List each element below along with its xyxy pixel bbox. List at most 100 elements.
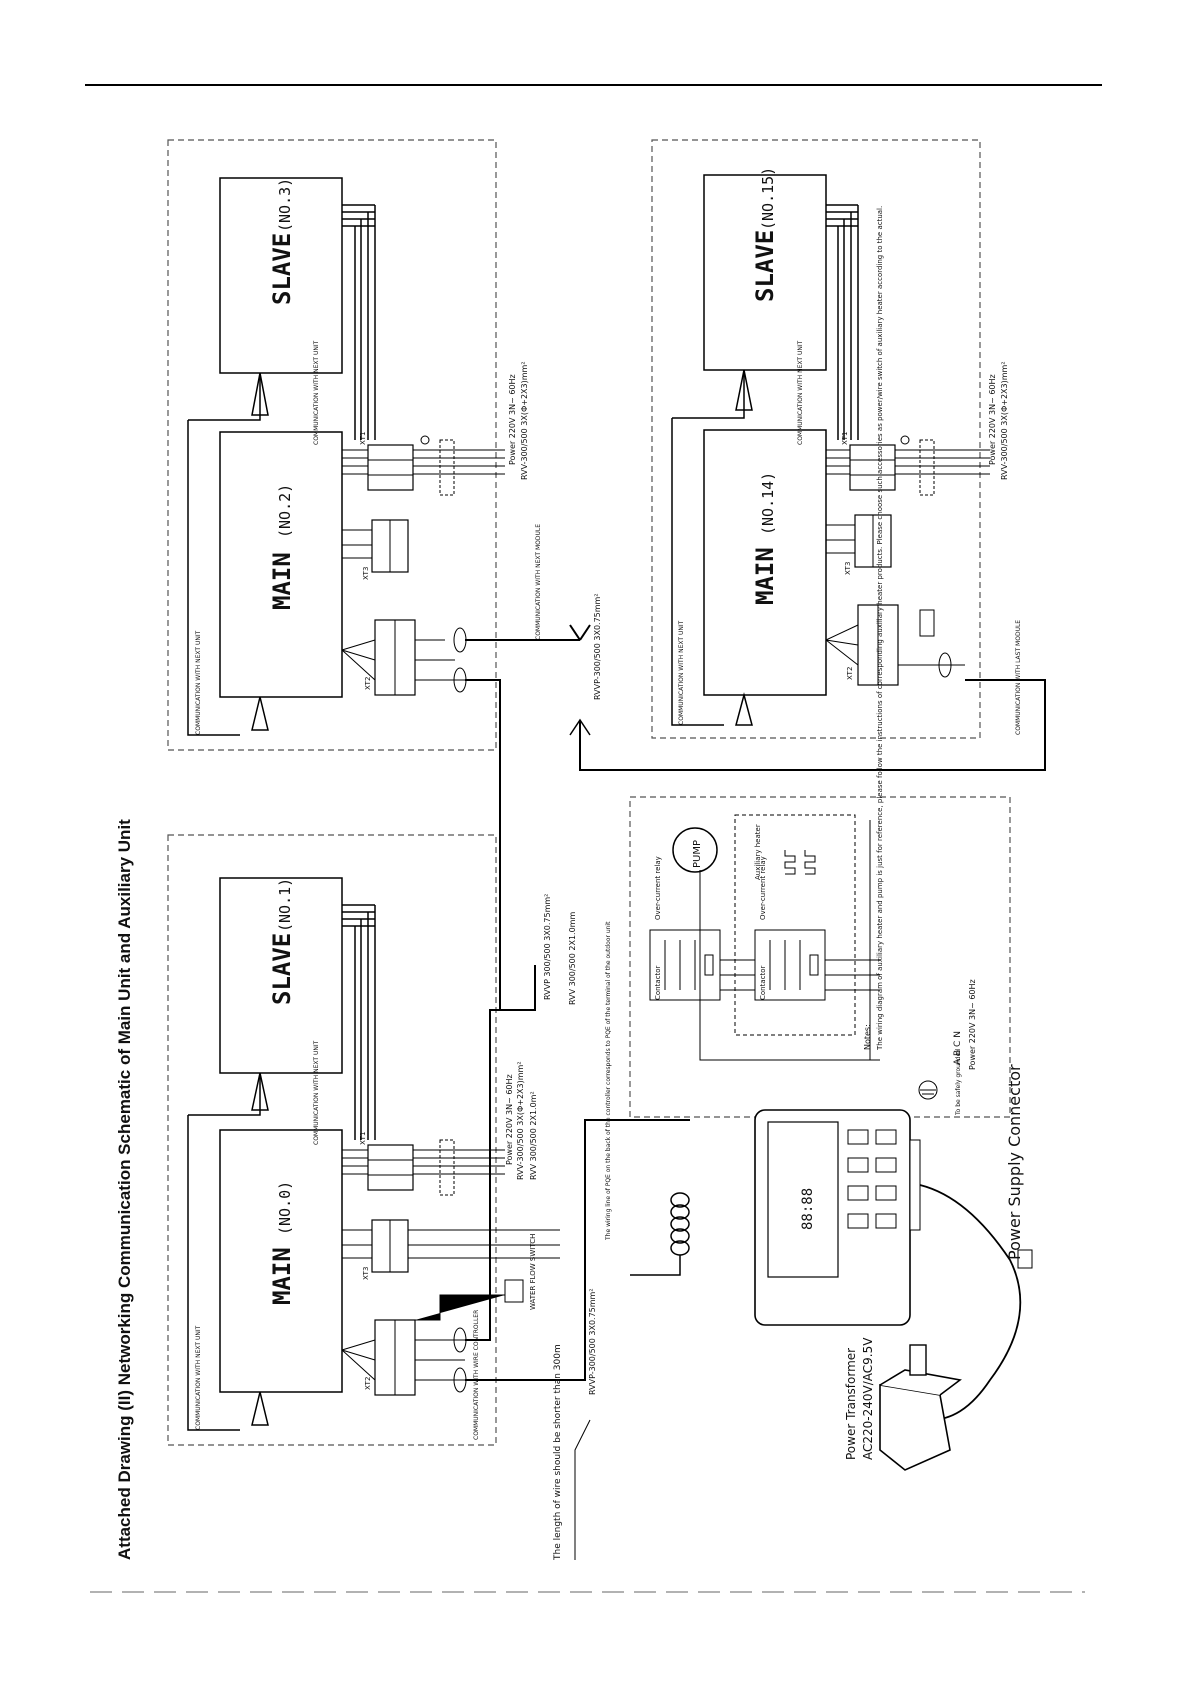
main-unit-label: MAIN xyxy=(268,1247,296,1305)
slave-unit-number: (NO.15) xyxy=(759,167,777,230)
water-flow-switch: WATER FLOW SWITCH xyxy=(504,1234,537,1310)
contactor-label-2: Contactor xyxy=(759,965,767,1000)
main-unit-no14: MAIN (NO.14) xyxy=(703,429,827,696)
slave-unit-label: SLAVE xyxy=(268,233,296,305)
slave-unit-no1: SLAVE (NO.1) xyxy=(219,877,343,1074)
comm-link-arrows xyxy=(569,718,591,736)
aux-heater-label: Auxiliary heater xyxy=(754,824,762,880)
cable-label-lower-1: RVV-300/500 3X(Φ+2X3)mm² xyxy=(516,1061,525,1180)
contactor-lower: Contactor Over-current relay xyxy=(754,856,826,1001)
slave-unit-label: SLAVE xyxy=(751,230,779,302)
slave-unit-no15: SLAVE (NO.15) xyxy=(703,167,827,371)
slave-unit-number: (NO.1) xyxy=(276,878,294,932)
comm-next-unit-label-2: COMMUNICATION WITH NEXT UNIT xyxy=(195,630,202,735)
comm-last-module-label: COMMUNICATION WITH LAST MODULE xyxy=(1015,620,1022,735)
comm-wires-slave15 xyxy=(671,204,859,726)
main-unit-no0: MAIN (NO.0) xyxy=(219,1129,343,1393)
terminal-xt2-upper-right: XT2 xyxy=(825,604,965,686)
contactor-upper: Contactor Over-current relay xyxy=(649,856,721,1001)
terminal-label: XT3 xyxy=(362,1267,370,1280)
display-digits-icon: 88:88 xyxy=(800,1188,816,1230)
cable-label-upper-right: RVV-300/500 3X(Φ+2X3)mm² xyxy=(1000,361,1009,480)
overcurrent-relay-label-2: Over-current relay xyxy=(759,856,767,920)
slave-unit-label: SLAVE xyxy=(268,933,296,1005)
cable-label-lower-2: RVV 300/500 2X1.0m² xyxy=(529,1091,538,1180)
terminal-xt1-upper-left: XT1 xyxy=(342,432,505,496)
module-group-upper-left xyxy=(167,139,497,751)
terminal-label: XT3 xyxy=(844,562,852,575)
main-unit-no2: MAIN (NO.2) xyxy=(219,431,343,698)
comm-next-unit-label-6: COMMUNICATION WITH NEXT UNIT xyxy=(195,1325,202,1430)
terminal-xt3-upper-right: XT3 xyxy=(826,514,892,575)
wiring-line-note: The wiring line of PQE on the back of th… xyxy=(605,921,612,1241)
main-unit-number: (NO.14) xyxy=(759,472,777,535)
ground-symbol xyxy=(918,1080,938,1100)
comm-link-upper xyxy=(465,624,1046,1010)
terminal-xt1-upper-right: XT1 xyxy=(826,432,990,496)
main-unit-number: (NO.0) xyxy=(276,1181,294,1235)
power-label-lower: Power 220V 3N~ 60Hz xyxy=(505,1074,514,1165)
pump: PUMP xyxy=(672,827,718,873)
comm-link-mid xyxy=(465,965,536,1341)
comm-next-unit-label-4: COMMUNICATION WITH NEXT UNIT xyxy=(678,620,685,725)
comm-wires-slave3 xyxy=(187,204,376,736)
comm-link-lower xyxy=(465,1119,690,1381)
cable-rvvp-mid-label: RVVP 300/500 3X0.75mm² xyxy=(543,894,552,1000)
cable-rvv-mid-label: RVV 300/500 2X1.0mm xyxy=(568,912,577,1005)
wire-controller[interactable]: 88:88 xyxy=(754,1109,921,1326)
module-group-lower-left xyxy=(167,834,497,1446)
terminal-label: XT1 xyxy=(359,1132,367,1145)
terminal-xt3-upper-left: XT3 xyxy=(342,519,409,580)
comm-next-unit-label-5: COMMUNICATION WITH NEXT UNIT xyxy=(313,1040,320,1145)
module-group-upper-right xyxy=(651,139,981,739)
terminal-label: XT1 xyxy=(359,432,367,445)
terminal-label: XT2 xyxy=(364,1377,372,1390)
slave-unit-number: (NO.3) xyxy=(276,178,294,232)
cable-rvvp-bottom-label: RVVP-300/500 3X0.75mm² xyxy=(588,1288,597,1395)
wire-length-leader xyxy=(574,1419,591,1560)
power-label-upper-left: Power 220V 3N~ 60Hz xyxy=(508,374,517,465)
ground-note: To be safely grounded xyxy=(955,1049,962,1116)
coiled-cable xyxy=(630,1192,690,1276)
main-unit-label: MAIN xyxy=(751,547,779,605)
power-aux-label: Power 220V 3N~ 60Hz xyxy=(968,979,977,1070)
main-unit-number: (NO.2) xyxy=(276,484,294,538)
controller-plug-wire xyxy=(919,1184,1022,1421)
power-transformer-label: Power Transformer xyxy=(844,1348,858,1460)
notes-body: The wiring diagram of auxiliary heater a… xyxy=(876,206,884,1051)
terminal-xt3-lower-left: XT3 xyxy=(342,1219,560,1280)
pump-label: PUMP xyxy=(692,840,703,868)
transformer-rating-label: AC220-240V/AC9.5V xyxy=(861,1337,875,1460)
power-supply-connector-label: Power Supply Connector xyxy=(1005,1064,1024,1260)
comm-wire-controller-label: COMMUNICATION WITH WIRE CONTROLLER xyxy=(473,1310,480,1440)
power-transformer xyxy=(879,1344,962,1471)
water-flow-label: WATER FLOW SWITCH xyxy=(529,1234,537,1310)
comm-next-module-label: COMMUNICATION WITH NEXT MODULE xyxy=(535,524,542,640)
terminal-label: XT2 xyxy=(364,677,372,690)
page-title: Attached Drawing (II) Networking Communi… xyxy=(115,819,134,1560)
overcurrent-relay-label-1: Over-current relay xyxy=(654,856,662,920)
terminal-xt2-lower-left: XT2 xyxy=(341,1294,505,1396)
cable-label-upper-left: RVV-300/500 3X(Φ+2X3)mm² xyxy=(520,361,529,480)
aux-heater-dashed-box xyxy=(734,814,856,1036)
power-supply-connector xyxy=(1017,1249,1033,1269)
power-label-upper-right: Power 220V 3N~ 60Hz xyxy=(988,374,997,465)
terminal-xt1-lower-left: XT1 xyxy=(342,1132,505,1196)
aux-heater-element: Auxiliary heater xyxy=(754,824,816,880)
cable-comm-mid-label: RVVP-300/500 3X0.75mm² xyxy=(593,593,602,700)
wire-length-note: The length of wire should be shorter tha… xyxy=(553,1344,563,1561)
contactor-label-1: Contactor xyxy=(654,965,662,1000)
terminal-label: XT3 xyxy=(362,567,370,580)
notes-title: Notes: xyxy=(863,1024,872,1050)
phase-labels: A B C N xyxy=(953,1031,963,1065)
comm-next-unit-label-3: COMMUNICATION WITH NEXT UNIT xyxy=(797,340,804,445)
terminal-label: XT1 xyxy=(841,432,849,445)
comm-wires-slave1 xyxy=(187,904,376,1431)
slave-unit-no3: SLAVE (NO.3) xyxy=(219,177,343,374)
aux-wiring xyxy=(699,820,880,1061)
main-unit-label: MAIN xyxy=(268,552,296,610)
terminal-xt2-upper-left: XT2 xyxy=(341,619,467,696)
terminal-label: XT2 xyxy=(846,667,854,680)
